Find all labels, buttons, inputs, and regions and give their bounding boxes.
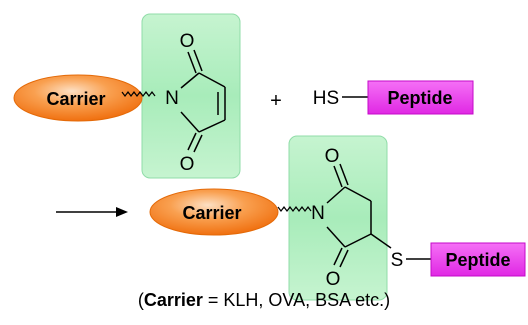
maleimide-oxygen-top: O	[180, 31, 195, 52]
carbonyl-bottom-2	[193, 134, 203, 153]
maleimide-nitrogen: N	[165, 88, 179, 109]
peptide-label-product: Peptide	[445, 250, 510, 270]
p-carbonyl-top-2	[339, 163, 349, 186]
carbonyl-top-1	[187, 51, 197, 74]
succinimide-oxygen-bottom: O	[326, 269, 341, 290]
plus-sign: +	[270, 90, 282, 112]
carrier-ellipse-reactant	[13, 74, 143, 122]
carbonyl-bottom-1	[187, 132, 197, 151]
bond-c2-c3	[198, 72, 226, 88]
p-carbonyl-top-1	[333, 165, 343, 188]
bond-c5-n	[180, 111, 200, 133]
reaction-arrow-head	[116, 207, 128, 217]
carbonyl-top-2	[193, 49, 203, 72]
bond-c4-c5	[198, 119, 226, 133]
p-carbonyl-bottom-2	[339, 249, 349, 268]
thiol-prefix: HS	[313, 88, 339, 109]
caption-carrier-term: Carrier	[143, 290, 203, 310]
caption-carrier-list: = KLH, OVA, BSA etc.)	[202, 290, 391, 310]
succinimide-highlight-box	[288, 135, 388, 301]
wavy-bond-product	[277, 206, 312, 212]
peptide-box-product	[430, 242, 526, 277]
c-s-bond	[370, 233, 392, 249]
succinimide-oxygen-top: O	[325, 146, 340, 167]
p-bond-c5-n	[326, 226, 346, 248]
p-bond-n-c2	[326, 186, 346, 204]
succinimide-nitrogen: N	[311, 203, 325, 224]
carrier-caption: (Carrier = KLH, OVA, BSA etc.)	[0, 290, 528, 311]
carrier-label-product: Carrier	[182, 203, 241, 223]
carrier-ellipse-product	[149, 188, 279, 236]
p-carbonyl-bottom-1	[333, 247, 343, 266]
peptide-label-reactant: Peptide	[387, 88, 452, 108]
thioether-sulfur: S	[391, 250, 404, 271]
carrier-label-reactant: Carrier	[46, 89, 105, 109]
peptide-box-reactant	[367, 80, 474, 115]
maleimide-oxygen-bottom: O	[180, 154, 195, 175]
caption-open-paren: (	[137, 290, 144, 310]
bond-n-c2	[180, 72, 200, 89]
wavy-bond-reactant	[121, 91, 156, 97]
p-bond-c2-c3	[344, 186, 372, 202]
p-bond-c4-c5	[344, 233, 372, 248]
